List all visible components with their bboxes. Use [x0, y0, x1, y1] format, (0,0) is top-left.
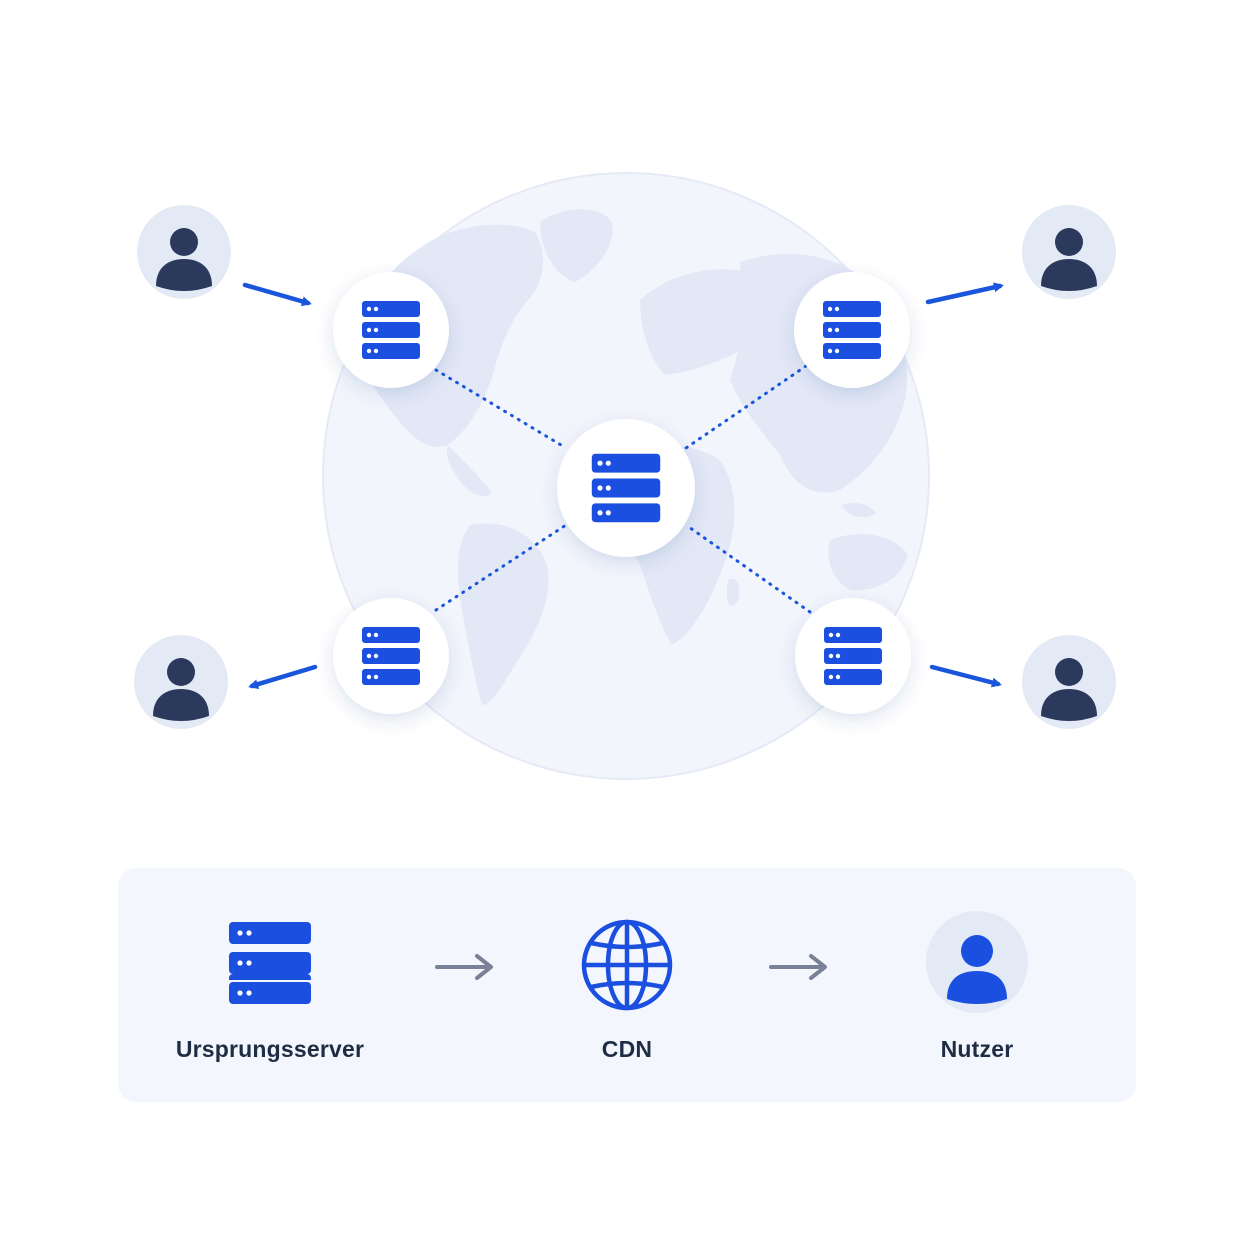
- server-icon: [229, 922, 311, 980]
- legend-item-origin-server: Ursprungsserver: [140, 868, 400, 1102]
- user-icon-top-left: [137, 205, 231, 299]
- edge-server-node-top-right: [794, 272, 910, 388]
- arrow-right-icon: [769, 954, 827, 980]
- arrow-server-to-user-bottom-right: [929, 664, 1002, 688]
- edge-server-node-bottom-left: [333, 598, 449, 714]
- legend-panel: Ursprungsserver CDN Nutzer: [118, 868, 1136, 1102]
- arrow-server-to-user-top-right: [925, 282, 1004, 305]
- legend-label-user: Nutzer: [940, 1036, 1014, 1062]
- server-icon: [823, 301, 881, 359]
- user-icon: [926, 911, 1028, 1013]
- edge-server-node-bottom-right: [795, 598, 911, 714]
- connection-lines: [434, 364, 812, 614]
- connection-line-bottom-left: [434, 523, 568, 612]
- origin-server-node: [557, 419, 695, 557]
- globe-icon: [581, 919, 673, 1011]
- connection-line-top-right: [684, 364, 808, 450]
- arrow-server-to-user-bottom-left: [248, 664, 318, 690]
- legend-item-cdn: CDN: [497, 868, 757, 1102]
- arrow-user-to-server-top-left: [242, 282, 312, 307]
- user-icon-bottom-left: [134, 635, 228, 729]
- connection-line-top-left: [434, 368, 568, 450]
- legend-label-cdn: CDN: [601, 1036, 653, 1062]
- user-icon-bottom-right: [1022, 635, 1116, 729]
- server-icon: [362, 301, 420, 359]
- server-icon: [824, 627, 882, 685]
- user-icon-top-right: [1022, 205, 1116, 299]
- server-icon: [591, 453, 661, 523]
- arrow-right-icon: [435, 954, 493, 980]
- connection-line-bottom-right: [684, 523, 812, 614]
- server-icon: [362, 627, 420, 685]
- cdn-network-diagram: [134, 172, 1116, 780]
- edge-server-node-top-left: [333, 272, 449, 388]
- legend-item-user: Nutzer: [847, 868, 1107, 1102]
- server-icon-bottom-tier: [229, 982, 311, 1004]
- legend-label-origin-server: Ursprungsserver: [175, 1036, 365, 1062]
